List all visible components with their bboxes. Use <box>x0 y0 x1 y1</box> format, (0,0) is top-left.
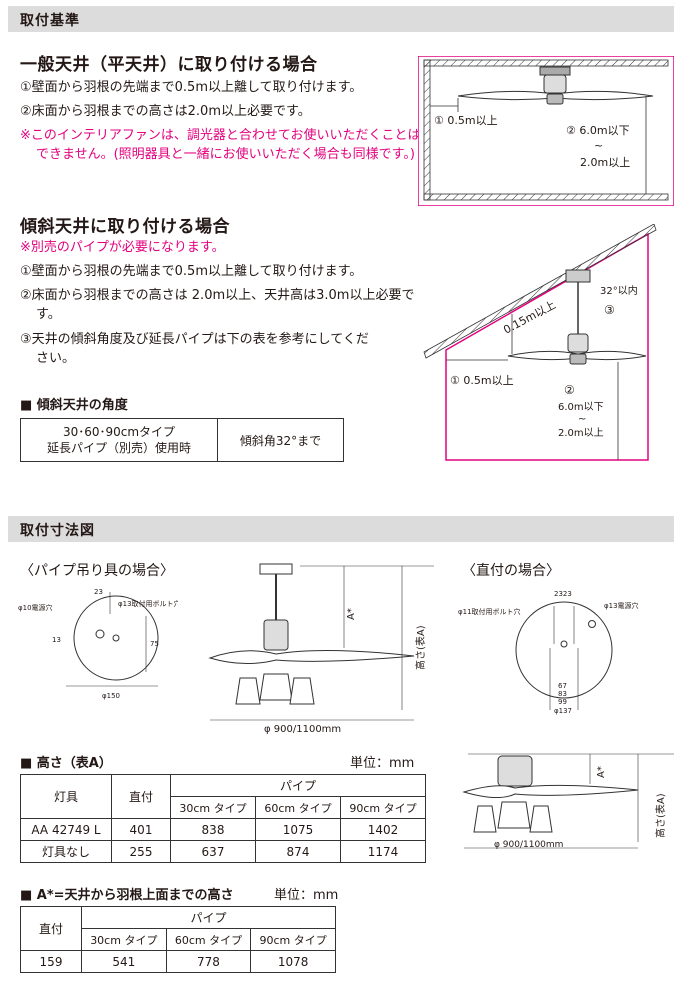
direct-plate-dim4: φ137 <box>554 707 572 715</box>
slope-diagram-label-3: ③ <box>604 303 615 317</box>
a-height-table-header-30: 30cm タイプ <box>81 928 167 951</box>
section-header-dimensions: 取付寸法図 <box>8 516 674 542</box>
direct-mount-plate-diagram: 2323 φ11取付用ボルト穴 φ13電源穴 67 83 99 φ137 <box>458 590 639 715</box>
direct-plate-hole-left: φ11取付用ボルト穴 <box>458 607 521 616</box>
height-table: 灯具 直付 パイプ 30cm タイプ 60cm タイプ 90cm タイプ AA … <box>20 774 426 863</box>
flat-dimmer-note: ※このインテリアファンは、調光器と合わせてお使いいただくことはできません。(照明… <box>20 128 421 162</box>
angle-table-left-line1: 30･60･90cmタイプ <box>62 425 176 439</box>
angle-table-title: ■ 傾斜天井の角度 <box>20 398 128 413</box>
angle-table: 30･60･90cmタイプ 延長パイプ（別売）使用時 傾斜角32°まで <box>20 418 344 462</box>
slope-item-3: ③天井の傾斜角度及び延長パイプは下の表を参考にしてください。 <box>20 332 369 366</box>
direct-plate-dim2: 83 <box>558 690 567 698</box>
flat-ceiling-heading: 一般天井（平天井）に取り付ける場合 <box>20 55 318 75</box>
a-height-table-header-60: 60cm タイプ <box>165 928 252 951</box>
height-table-title: ■ 高さ（表A） <box>20 756 112 771</box>
slope-diagram-angle: 32°以内 <box>600 284 638 297</box>
height-table-header-direct: 直付 <box>111 774 171 819</box>
flat-diagram-label-2a: ② 6.0m以下 <box>566 124 630 137</box>
slope-ceiling-heading: 傾斜天井に取り付ける場合 <box>20 217 230 237</box>
direct-fan-diameter: φ 900/1100mm <box>494 840 563 850</box>
a-height-table: 直付 パイプ 30cm タイプ 60cm タイプ 90cm タイプ 159 54… <box>20 906 336 973</box>
a-height-table-header-pipe: パイプ <box>81 906 336 929</box>
flat-item-2: ②床面から羽根までの高さは2.0m以上必要です。 <box>20 104 311 119</box>
a-height-table-header-direct: 直付 <box>20 906 82 951</box>
flat-fan-icon <box>457 66 654 105</box>
direct-plate-dim-top: 2323 <box>554 590 572 598</box>
slope-diagram-label-2b: ~ <box>578 414 586 425</box>
section-title: 取付寸法図 <box>20 523 95 539</box>
direct-mount-fan-diagram: A* 高さ(表A) φ 900/1100mm <box>462 753 674 850</box>
table-row: AA 42749 L 401 838 1075 1402 <box>20 818 426 841</box>
pipe-plate-dim-right: 75 <box>150 640 159 648</box>
height-table-header-fixture: 灯具 <box>20 774 112 819</box>
a-height-table-title: ■ A*=天井から羽根上面までの高さ <box>20 888 234 903</box>
slope-diagram-label-2c: 2.0m以上 <box>558 427 604 439</box>
direct-fan-a-label: A* <box>596 766 607 778</box>
slope-item-2: ②床面から羽根までの高さは 2.0m以上、天井高は3.0m以上必要です。 <box>20 288 415 322</box>
height-table-header-90: 90cm タイプ <box>340 796 426 819</box>
pipe-mount-fan-diagram: A* 高さ(表A) φ 900/1100mm <box>208 563 434 735</box>
slope-item-1: ①壁面から羽根の先端まで0.5m以上離して取り付けます。 <box>20 264 363 279</box>
pipe-plate-dim-left: 13 <box>52 636 61 644</box>
pipe-mount-plate-diagram: 23 φ10電源穴 φ13取付用ボルト穴 13 75 φ150 <box>18 588 178 700</box>
pipe-mount-heading: 〈パイプ吊り具の場合〉 <box>20 563 174 579</box>
flat-item-1: ①壁面から羽根の先端まで0.5m以上離して取り付けます。 <box>20 80 363 95</box>
direct-fan-height-label: 高さ(表A) <box>654 793 667 838</box>
pipe-fan-a-label: A* <box>346 608 357 620</box>
section-title: 取付基準 <box>20 13 80 29</box>
flat-diagram-label-1: ① 0.5m以上 <box>434 114 498 127</box>
height-table-unit: 単位：mm <box>350 756 415 771</box>
slope-diagram-label-2: ② <box>564 383 575 397</box>
pipe-plate-hole-left: φ10電源穴 <box>18 603 53 612</box>
direct-plate-dim1: 67 <box>558 682 567 690</box>
height-table-header-30: 30cm タイプ <box>170 796 256 819</box>
flat-ceiling-diagram: ① 0.5m以上 ② 6.0m以下 ~ 2.0m以上 <box>418 56 674 206</box>
pipe-fan-height-label: 高さ(表A) <box>414 625 427 670</box>
a-height-table-header-90: 90cm タイプ <box>250 928 336 951</box>
direct-plate-dim3: 99 <box>558 698 567 706</box>
table-row: 159 541 778 1078 <box>20 950 336 973</box>
direct-mount-heading: 〈直付の場合〉 <box>462 563 560 579</box>
direct-plate-hole-right: φ13電源穴 <box>604 601 639 610</box>
pipe-plate-dim-bottom: φ150 <box>102 692 120 700</box>
height-table-header-60: 60cm タイプ <box>255 796 341 819</box>
table-row: 灯具なし 255 637 874 1174 <box>20 840 426 863</box>
flat-diagram-label-2b: ~ <box>594 139 603 152</box>
pipe-plate-hole-right: φ13取付用ボルト穴 <box>118 599 178 608</box>
slope-ceiling-diagram: 32°以内 ③ 0.15m以上 ① 0.5m以上 ② 6.0m以下 ~ 2.0m… <box>423 224 657 461</box>
angle-table-right: 傾斜角32°まで <box>217 418 344 462</box>
a-height-table-unit: 単位：mm <box>274 888 339 903</box>
pipe-fan-diameter: φ 900/1100mm <box>264 724 341 735</box>
slope-diagram-label-2a: 6.0m以下 <box>558 402 604 413</box>
slope-diagram-label-1: ① 0.5m以上 <box>450 374 514 387</box>
section-header-mounting-criteria: 取付基準 <box>8 6 674 32</box>
slope-pipe-note: ※別売のパイプが必要になります。 <box>20 240 225 255</box>
pipe-plate-dim-top: 23 <box>94 588 103 596</box>
height-table-header-pipe: パイプ <box>170 774 426 797</box>
slope-fan-icon <box>507 269 647 365</box>
flat-diagram-label-2c: 2.0m以上 <box>580 156 630 169</box>
angle-table-left-line2: 延長パイプ（別売）使用時 <box>46 441 191 455</box>
